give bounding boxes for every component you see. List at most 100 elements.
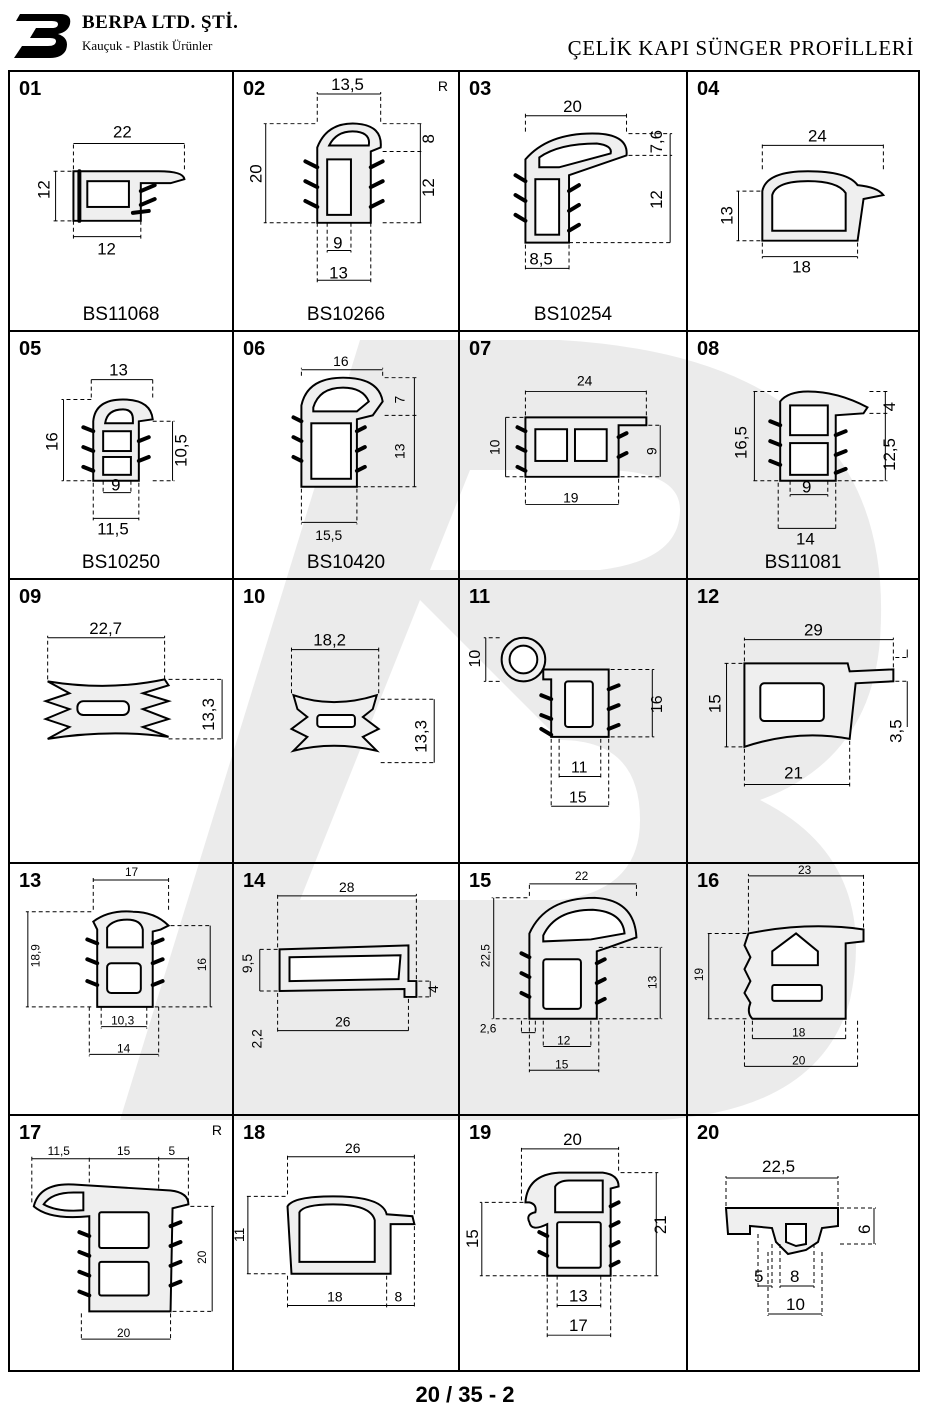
- dim-label: 13,3: [411, 720, 430, 753]
- profile-drawing: 22 12 12: [35, 123, 186, 259]
- dim-label: 10: [786, 1295, 805, 1314]
- profile-drawing: 23 19 18 20: [692, 864, 865, 1069]
- dim-label: 11: [571, 760, 588, 777]
- profile-cell-08: 08 16,5 4 12,5 9 14 BS11081: [688, 332, 918, 580]
- profile-number: 16: [697, 870, 720, 892]
- profile-code: BS11068: [82, 304, 160, 325]
- profile-drawing: 16,5 4 12,5 9 14: [731, 390, 899, 548]
- profile-code: BS10420: [306, 552, 386, 573]
- profile-number: 09: [19, 586, 42, 608]
- dim-label: 18: [792, 257, 811, 276]
- profile-number: 01: [19, 78, 42, 100]
- dim-label: 26: [335, 1014, 351, 1030]
- profile-cell-18: 18 26 11 18 8: [234, 1116, 460, 1370]
- profile-number: 14: [243, 870, 266, 892]
- profile-code: BS10266: [306, 304, 386, 325]
- dim-label: 13: [645, 975, 659, 989]
- dim-label: 8,5: [529, 249, 552, 268]
- dim-label: 9: [643, 447, 659, 455]
- dim-label: 14: [796, 529, 815, 548]
- dim-label: 13: [569, 1286, 588, 1305]
- profile-cell-15: 15 22 22,5 13 2,6 12 15: [460, 864, 688, 1116]
- page-number: 20 / 35 - 2: [415, 1382, 515, 1407]
- dim-label: 20: [117, 1326, 131, 1340]
- dim-label: 16,5: [731, 426, 750, 459]
- profile-number: 11: [469, 586, 491, 608]
- profile-drawing: 18,2 13,3: [289, 631, 437, 764]
- dim-label: 16: [333, 353, 349, 369]
- dim-label: 26: [345, 1140, 361, 1156]
- profile-drawing: 11,5 15 5 20 20: [31, 1144, 215, 1342]
- dim-label: 4: [880, 402, 899, 411]
- dim-label: 10,3: [111, 1014, 135, 1028]
- profile-number: 08: [697, 338, 720, 360]
- dim-label: 22,5: [762, 1157, 795, 1176]
- dim-label: 18: [792, 1026, 806, 1040]
- profile-cell-06: 06 16 7 13 15,5 BS10420: [234, 332, 460, 580]
- dim-label: 18: [327, 1288, 343, 1304]
- dim-label: 13: [329, 263, 348, 282]
- profile-cell-19: 19 20 15 21 13 17: [460, 1116, 688, 1370]
- profile-drawing: 29 15 3,5 21: [706, 621, 910, 787]
- dim-label: 15: [117, 1144, 131, 1158]
- dim-label: 9: [333, 234, 342, 253]
- dim-label: 13: [718, 206, 737, 225]
- profile-number: 15: [469, 870, 492, 892]
- profile-drawing: 10 16 11 15: [467, 636, 666, 809]
- dim-label: 11,5: [97, 519, 129, 538]
- profile-cell-11: 11 10 16 11 15: [460, 580, 688, 864]
- dim-label: 8: [395, 1288, 403, 1304]
- dim-label: 20: [792, 1053, 806, 1067]
- profile-number: 03: [469, 78, 492, 100]
- dim-label: 18,9: [29, 944, 43, 968]
- profile-number: 07: [469, 338, 492, 360]
- profile-number: 06: [243, 338, 266, 360]
- dim-label: 20: [195, 1250, 209, 1264]
- profile-cell-04: 04 24 13 18: [688, 72, 918, 332]
- dim-label: 10,5: [171, 434, 190, 467]
- profile-number: 20: [697, 1122, 720, 1144]
- dim-label: 9: [111, 476, 120, 495]
- dim-label: 2,6: [480, 1022, 497, 1036]
- dim-label: 15: [555, 1057, 569, 1071]
- profile-number: 18: [243, 1122, 266, 1144]
- dim-label: 19: [692, 967, 706, 981]
- profile-drawing: 20 15 21 13 17: [463, 1130, 670, 1338]
- profile-cell-07: 07 24 10 9 19: [460, 332, 688, 580]
- profile-drawing: 24 13 18: [718, 126, 886, 276]
- profile-cell-09: 09 22,7 13,3: [10, 580, 234, 864]
- dim-label: 24: [808, 126, 827, 145]
- profile-drawing: 22,7 13,3: [42, 619, 225, 740]
- dim-label: 24: [577, 373, 593, 389]
- dim-label: 12: [97, 240, 116, 259]
- dim-label: 22,5: [479, 944, 493, 968]
- dim-label: 21: [784, 764, 803, 783]
- profile-number: 10: [243, 586, 266, 608]
- profile-drawing: 22 22,5 13 2,6 12 15: [479, 869, 663, 1073]
- dim-label: 12: [419, 178, 438, 197]
- profile-cell-14: 14 28 9,5 4 2,2 26: [234, 864, 460, 1116]
- dim-label: 12: [647, 190, 666, 209]
- dim-label: 20: [563, 97, 582, 116]
- dim-label: 20: [247, 164, 266, 183]
- profile-drawing: 26 11 18 8: [234, 1140, 416, 1308]
- dim-label: 15: [569, 789, 587, 806]
- dim-label: 9,5: [239, 954, 255, 974]
- profile-drawing: 28 9,5 4 2,2 26: [239, 879, 441, 1049]
- profile-cell-05: 05 13 16 10,5 9 11,5 BS10250: [10, 332, 234, 580]
- page-header: BERPA LTD. ŞTİ. Kauçuk - Plastik Ürünler…: [0, 0, 930, 70]
- dim-label: 11,5: [48, 1144, 71, 1158]
- profile-code: BS10254: [533, 304, 613, 325]
- registered-mark: R: [437, 78, 448, 94]
- profile-cell-20: 20 22,5 6 5 8 10: [688, 1116, 918, 1370]
- profile-code: BS10250: [81, 552, 161, 573]
- dim-label: 10: [487, 439, 503, 455]
- dim-label: 8: [419, 134, 438, 143]
- dim-label: 15,5: [315, 527, 342, 543]
- profile-code: BS11081: [764, 552, 842, 573]
- dim-label: 4: [425, 985, 441, 993]
- dim-label: 20: [563, 1130, 582, 1149]
- berpa-b-logo-icon: [14, 14, 71, 58]
- company-name: BERPA LTD. ŞTİ.: [82, 12, 239, 33]
- profile-cell-02: 02 R 13,5 8 20 12 9 13 BS10266: [234, 72, 460, 332]
